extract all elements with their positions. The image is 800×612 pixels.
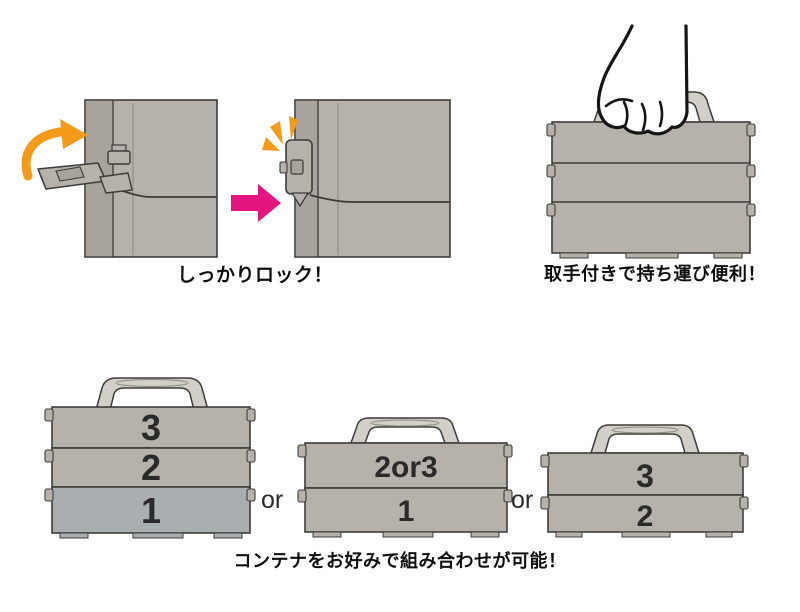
tier [304, 487, 508, 533]
tier-label: 2or3 [374, 451, 437, 484]
tier-label: 3 [141, 407, 161, 448]
or-label-left: or [261, 486, 284, 514]
latch-catch [107, 144, 131, 165]
side-latches [540, 454, 749, 510]
or-label-right: or [511, 486, 534, 514]
rotate-arrow-icon [21, 119, 88, 181]
stacked-container [546, 121, 756, 259]
stack-321-illustration: 3 2 1 [44, 377, 256, 539]
tier [304, 442, 508, 489]
tier-label: 1 [141, 490, 161, 531]
latch-closed [279, 139, 313, 207]
tier [51, 486, 251, 534]
side-latches [44, 408, 256, 502]
container-corner [294, 99, 451, 258]
tier [51, 447, 251, 488]
handle [95, 377, 209, 411]
tier-label: 3 [636, 458, 654, 494]
feet [59, 532, 243, 539]
handle-grip [611, 426, 679, 434]
feet [559, 252, 743, 259]
side-latches [297, 444, 513, 503]
transition-arrow-icon [231, 184, 281, 222]
lock-closed-illustration [262, 99, 451, 258]
handle [589, 424, 701, 454]
tier-seam [309, 194, 450, 203]
carry-illustration [546, 24, 756, 259]
tier [51, 406, 251, 449]
stack-2or3-1-illustration: 2or3 1 [297, 417, 513, 538]
side-latches [546, 123, 756, 217]
stack-32-illustration: 3 2 [540, 424, 749, 538]
feet [555, 531, 733, 538]
handle [349, 417, 461, 444]
tier [547, 494, 744, 533]
lock-caption: しっかりロック！ [176, 265, 333, 286]
hand-icon [596, 24, 689, 136]
carry-caption: 取手付きで持ち運び便利！ [544, 264, 766, 284]
click-spark-icon [262, 116, 298, 151]
handle-grip [115, 379, 189, 387]
tier-label: 1 [398, 495, 415, 528]
latch-open [37, 162, 133, 194]
feet [312, 531, 500, 538]
tier-label: 2 [637, 500, 654, 533]
combine-caption: コンテナをお好みで組み合わせが可能！ [233, 551, 567, 571]
tier-label: 2 [141, 447, 161, 488]
handle-grip [370, 419, 440, 427]
lock-open-illustration [21, 99, 218, 258]
